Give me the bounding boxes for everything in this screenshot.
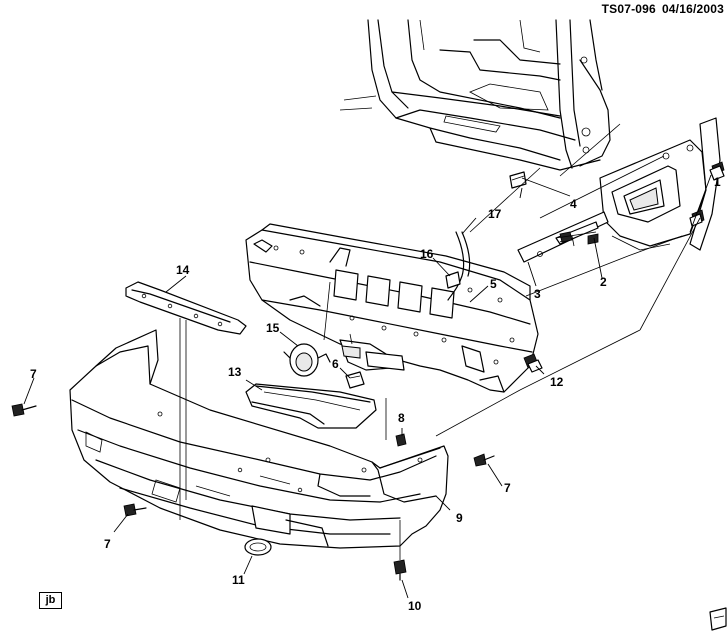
vehicle-body-rear	[339, 19, 611, 171]
tail-lamp-housing	[599, 117, 721, 251]
leader-lines	[23, 174, 712, 599]
push-pin-8	[395, 433, 407, 447]
callout-4: 4	[570, 197, 577, 211]
callout-7-left: 7	[30, 367, 37, 381]
callout-5: 5	[490, 277, 497, 291]
push-pin-10	[393, 559, 407, 581]
callout-12: 12	[550, 375, 564, 389]
callout-8: 8	[398, 411, 405, 425]
callout-11: 11	[232, 573, 245, 587]
hitch-receiver	[339, 333, 405, 371]
callout-2: 2	[600, 275, 607, 289]
fastener-1	[689, 161, 725, 227]
fastener-2	[559, 231, 599, 245]
corner-mark	[709, 607, 727, 631]
callout-3: 3	[534, 287, 541, 301]
callout-17: 17	[488, 207, 502, 221]
alignment-lines	[179, 123, 701, 560]
bracket-6	[345, 371, 365, 389]
callout-10: 10	[408, 599, 422, 613]
bumper-fascia-9	[69, 329, 449, 549]
callout-1: 1	[714, 175, 721, 189]
diagram-id: TS07-096	[601, 2, 656, 16]
callout-14: 14	[176, 263, 190, 277]
callouts: 1 2 3 4 5 6 7 7 7 8 9 10 11 12 13 14 15 …	[30, 175, 721, 613]
bolt-7-left	[11, 403, 37, 417]
callout-7-bottom: 7	[104, 537, 111, 551]
bolt-7-bottom	[123, 503, 147, 517]
step-pad-13	[245, 383, 377, 429]
callout-6: 6	[332, 357, 339, 371]
callout-13: 13	[228, 365, 242, 379]
callout-9: 9	[456, 511, 463, 525]
callout-16: 16	[420, 247, 434, 261]
trailer-connector-15	[283, 343, 331, 377]
diagram-date: 04/16/2003	[661, 2, 724, 16]
impact-bar-5	[245, 223, 539, 393]
callout-15: 15	[266, 321, 280, 335]
diagram-header: TS07-096 04/16/2003	[596, 2, 724, 16]
clip-4	[509, 171, 527, 189]
step-pad-14	[125, 281, 247, 335]
bolt-7-right	[473, 453, 495, 467]
license-lamp-11	[244, 538, 272, 556]
callout-7-right: 7	[504, 481, 511, 495]
jb-badge: jb	[39, 592, 62, 609]
